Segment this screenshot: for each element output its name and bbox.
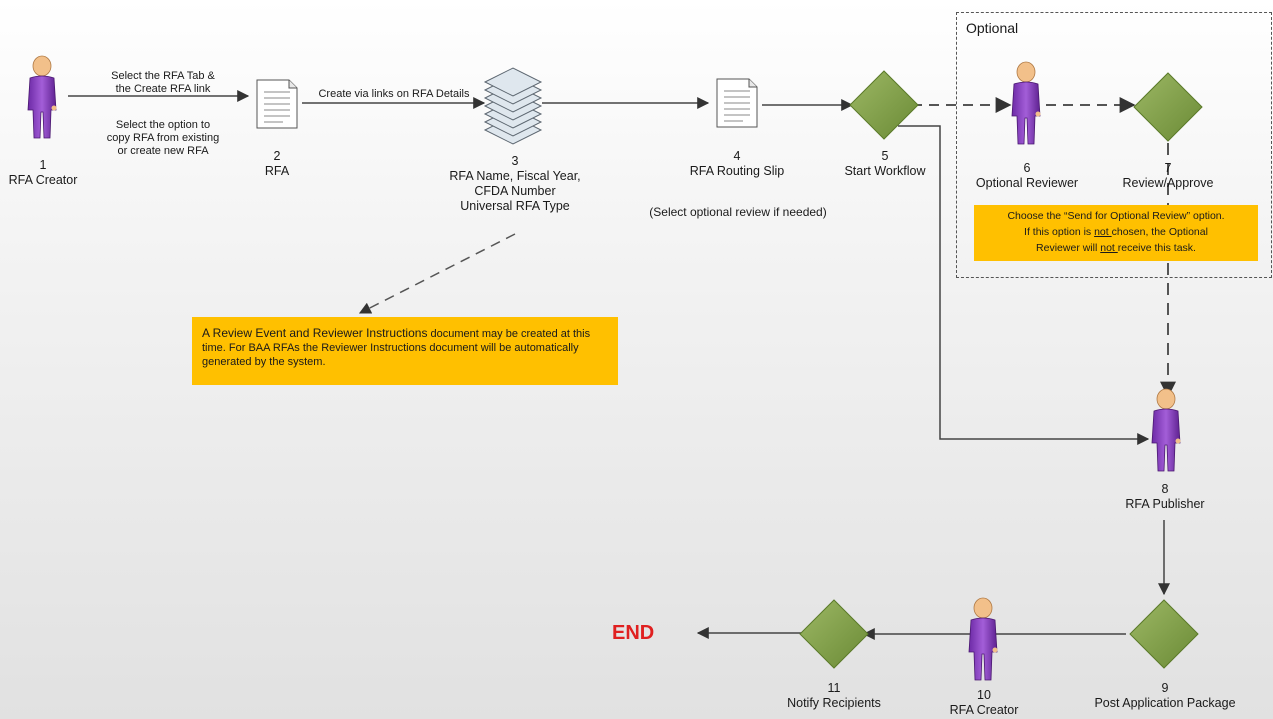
note-text: If this option is <box>1024 226 1095 238</box>
decision-notify-recipients <box>799 599 869 669</box>
optional-group-box <box>956 12 1272 278</box>
node-number: 8 <box>1161 482 1169 496</box>
node-label-8: 8 RFA Publisher <box>1110 482 1220 512</box>
node-name: RFA Name, Fiscal Year, <box>449 169 581 183</box>
node-name: RFA <box>264 164 290 178</box>
node-number: 2 <box>273 149 281 163</box>
node-number: 6 <box>1023 161 1031 175</box>
person-icon-rfa-publisher <box>1151 388 1181 472</box>
note-underline: not <box>1094 226 1112 238</box>
node-name: RFA Creator <box>949 703 1019 717</box>
node-number: 5 <box>881 149 889 163</box>
note-body-text: document may be created at this time. Fo… <box>202 328 591 368</box>
note-line: Choose the “Send for Optional Review” op… <box>1007 210 1225 222</box>
edge-label-select-tab: Select the RFA Tab & the Create RFA link <box>88 70 238 96</box>
document-icon-rfa <box>256 79 298 129</box>
node-name: RFA Routing Slip <box>689 164 785 178</box>
node-label-6: 6 Optional Reviewer <box>962 161 1092 191</box>
edge-label-create-via-links: Create via links on RFA Details <box>318 88 470 100</box>
optional-review-note: Choose the “Send for Optional Review” op… <box>974 205 1258 261</box>
node-name: Optional Reviewer <box>975 176 1079 190</box>
document-icon-routing-slip <box>716 78 758 128</box>
node-name: Post Application Package <box>1094 696 1236 710</box>
routing-note: (Select optional review if needed) <box>649 205 827 219</box>
edge-5-8 <box>898 125 1150 445</box>
node-label-1: 1 RFA Creator <box>0 158 86 188</box>
node-number: 11 <box>827 681 841 695</box>
edge-label-line: or create new RFA <box>117 145 209 157</box>
document-stack-icon <box>484 67 542 145</box>
node-name: Start Workflow <box>844 164 926 178</box>
note-text: receive this task. <box>1117 242 1196 254</box>
node-name: Review/Approve <box>1122 176 1214 190</box>
note-line: Reviewer will not receive this task. <box>978 240 1254 256</box>
optional-group-title: Optional <box>966 20 1019 36</box>
note-text: Reviewer will <box>1036 242 1101 254</box>
edge-label-line: Select the RFA Tab & <box>111 70 215 82</box>
edge-label-select-option: Select the option to copy RFA from exist… <box>88 119 238 158</box>
edge-3-note <box>358 233 516 314</box>
person-icon-rfa-creator-2 <box>968 597 998 681</box>
note-lead-text: A Review Event and Reviewer Instructions <box>202 326 428 340</box>
note-text: chosen, the Optional <box>1111 226 1208 238</box>
node-name: RFA Creator <box>8 173 78 187</box>
review-event-note: A Review Event and Reviewer Instructions… <box>192 317 618 385</box>
node-number: 7 <box>1164 161 1172 175</box>
end-label: END <box>612 622 655 644</box>
node-name: Universal RFA Type <box>460 199 570 213</box>
node-number: 4 <box>733 149 741 163</box>
node-number: 1 <box>39 158 47 172</box>
edge-label-line: Select the option to <box>115 119 211 131</box>
node-name: Notify Recipients <box>787 696 881 710</box>
edge-label-line: copy RFA from existing <box>106 132 220 144</box>
node-label-4: 4 RFA Routing Slip <box>672 149 802 179</box>
node-name: CFDA Number <box>474 184 556 198</box>
decision-post-application <box>1129 599 1199 669</box>
node-name: RFA Publisher <box>1125 497 1205 511</box>
node-label-7: 7 Review/Approve <box>1108 161 1228 191</box>
node-label-11: 11 Notify Recipients <box>774 681 894 711</box>
edge-label-line: the Create RFA link <box>115 83 211 95</box>
decision-start-workflow <box>849 70 919 140</box>
node-number: 9 <box>1161 681 1169 695</box>
node-label-2: 2 RFA <box>242 149 312 179</box>
person-icon-rfa-creator <box>27 55 57 139</box>
note-line: If this option is not chosen, the Option… <box>978 224 1254 240</box>
node-number: 10 <box>977 688 991 702</box>
node-label-9: 9 Post Application Package <box>1080 681 1250 711</box>
node-number: 3 <box>511 154 519 168</box>
note-underline: not <box>1100 242 1118 254</box>
node-label-3: 3 RFA Name, Fiscal Year, CFDA Number Uni… <box>430 154 600 214</box>
node-label-5: 5 Start Workflow <box>830 149 940 179</box>
node-label-10: 10 RFA Creator <box>936 688 1032 718</box>
